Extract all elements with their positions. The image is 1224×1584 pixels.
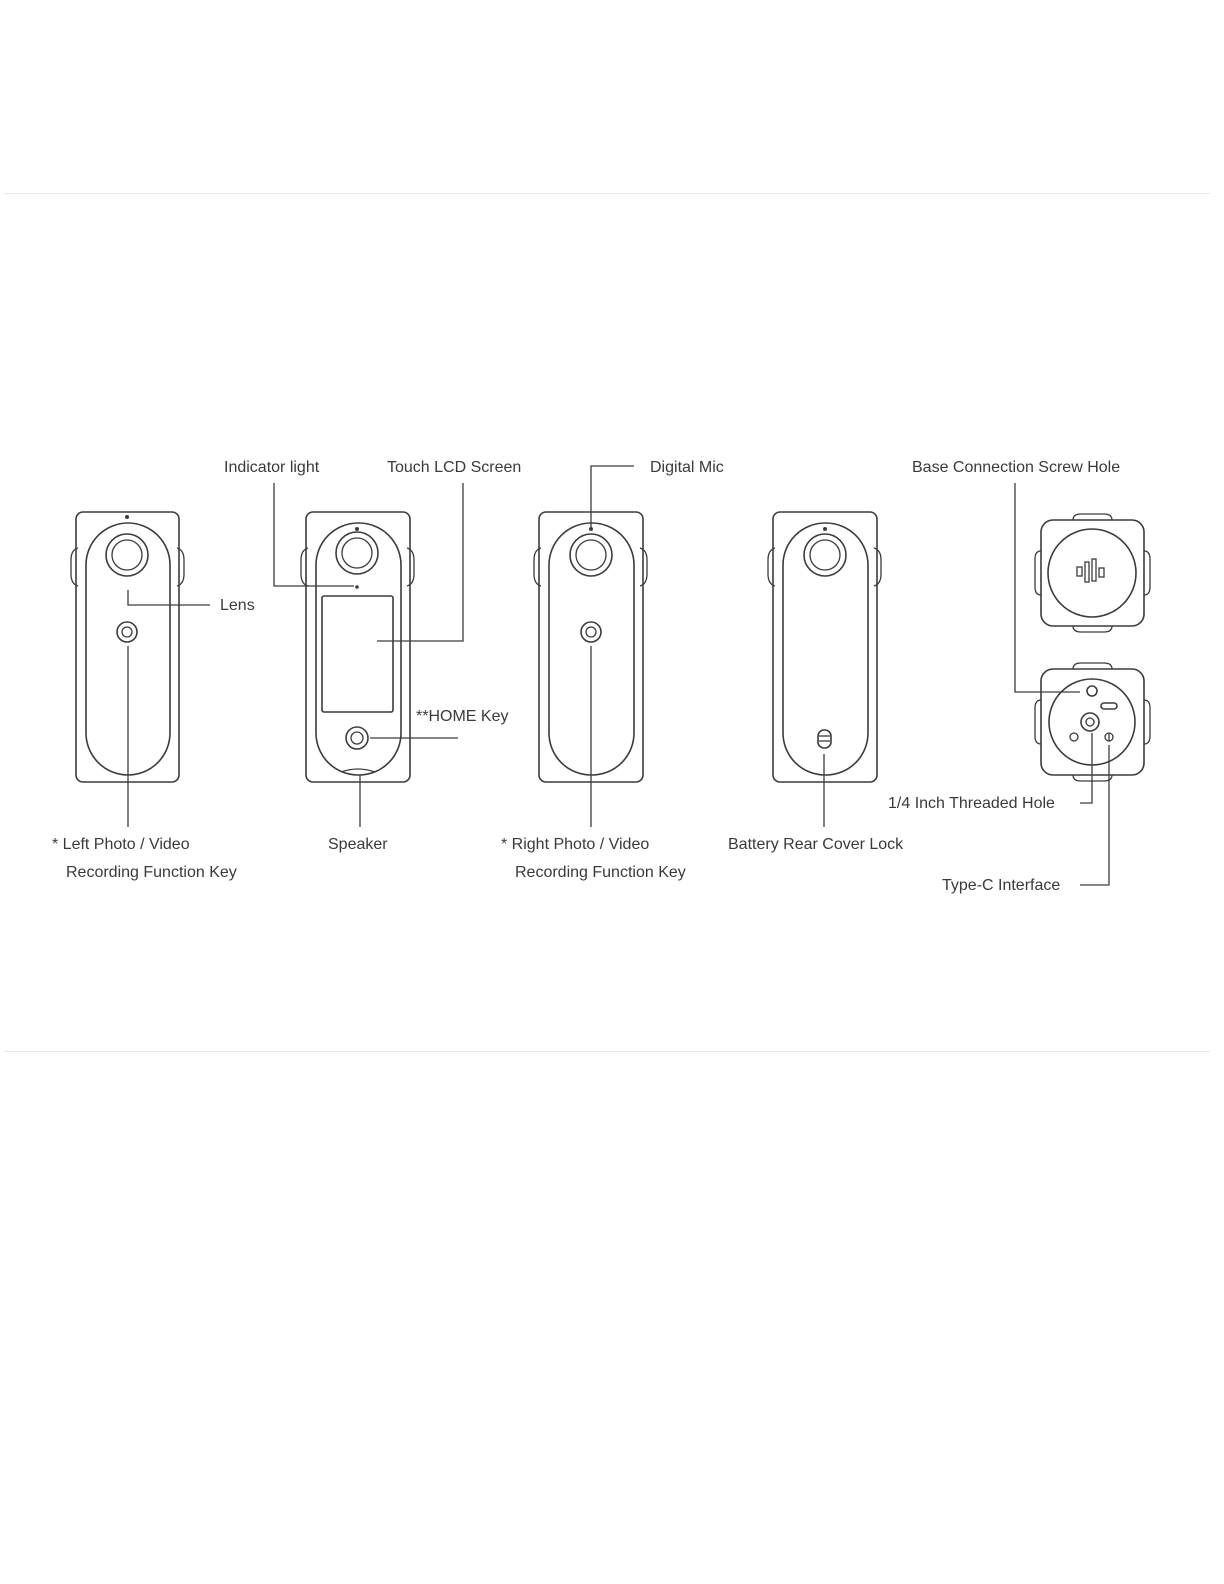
label-speaker: Speaker	[328, 836, 388, 853]
label-right-key-line1: * Right Photo / Video	[501, 836, 649, 853]
label-indicator-light: Indicator light	[224, 459, 320, 476]
label-lens: Lens	[220, 597, 255, 614]
label-battery-rear-cover-lock: Battery Rear Cover Lock	[728, 836, 904, 853]
label-type-c-interface: Type-C Interface	[942, 877, 1060, 894]
leader-lines	[128, 466, 1109, 885]
label-threaded-hole: 1/4 Inch Threaded Hole	[888, 795, 1055, 812]
camera-front-view	[301, 512, 414, 782]
label-left-key-line2: Recording Function Key	[66, 864, 237, 881]
camera-top-view	[1035, 514, 1150, 632]
camera-back-view	[768, 512, 881, 782]
label-home-key: **HOME Key	[416, 708, 508, 725]
label-touch-lcd-screen: Touch LCD Screen	[387, 459, 521, 476]
label-digital-mic: Digital Mic	[650, 459, 724, 476]
label-right-key-line2: Recording Function Key	[515, 864, 686, 881]
label-left-key-line1: * Left Photo / Video	[52, 836, 190, 853]
label-base-connection-screw-hole: Base Connection Screw Hole	[912, 459, 1120, 476]
